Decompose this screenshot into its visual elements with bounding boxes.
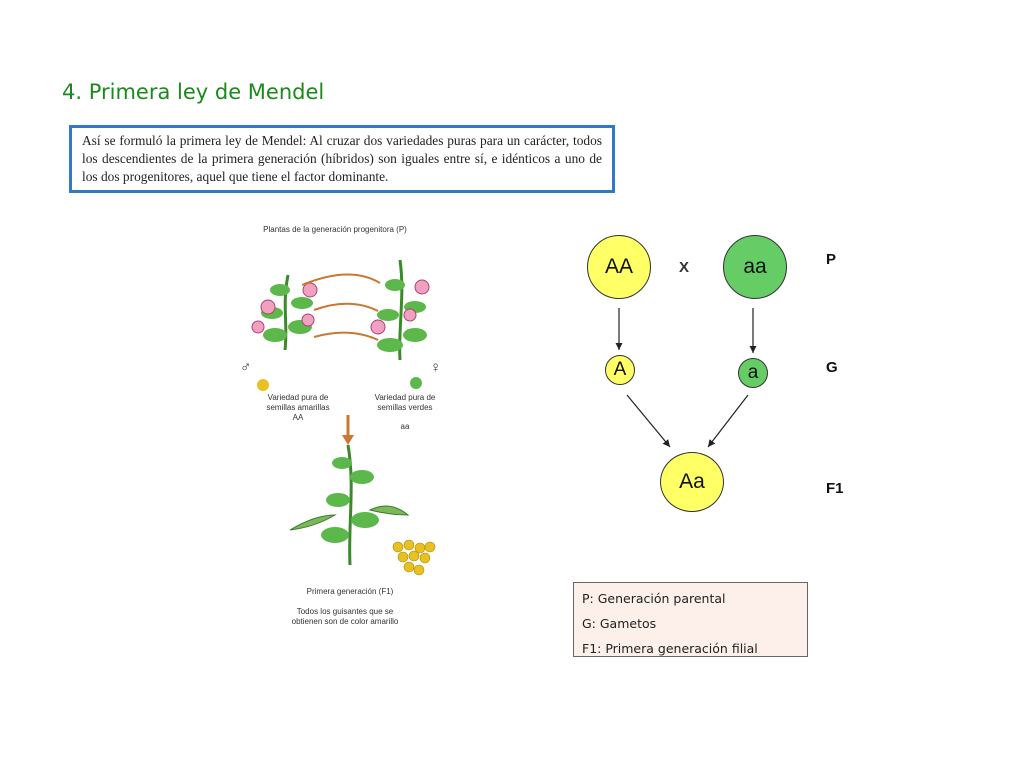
male-symbol-icon: ♂ xyxy=(240,359,252,376)
female-symbol-icon: ♀ xyxy=(430,359,442,376)
row-label-g: G xyxy=(826,359,838,376)
f1-seed-cluster xyxy=(392,539,436,576)
row-label-p: P xyxy=(826,251,837,268)
offspring-aa-circle: Aa xyxy=(660,452,724,512)
legend-item-f1: F1: Primera generación filial xyxy=(582,641,758,656)
cross-diagram: AA X aa A a Aa P G F1 xyxy=(570,225,870,525)
right-parent-plant xyxy=(370,259,430,361)
f1-plant xyxy=(289,444,410,566)
f1-heading: Primera generación (F1) xyxy=(306,587,394,596)
definition-box: Así se formuló la primera ley de Mendel:… xyxy=(69,125,615,193)
legend-box: P: Generación parental G: Gametos F1: Pr… xyxy=(573,582,808,657)
f1-description: Todos los guisantes que se obtienen son … xyxy=(291,607,399,626)
plants-drawing xyxy=(251,259,436,576)
page-title: 4. Primera ley de Mendel xyxy=(62,80,325,104)
definition-text: Así se formuló la primera ley de Mendel:… xyxy=(82,133,602,184)
cross-arrows xyxy=(615,308,757,448)
parent-aa-dominant-circle: AA xyxy=(587,235,651,299)
pollination-arrows xyxy=(301,273,381,341)
parent-aa-recessive-circle: aa xyxy=(723,235,787,299)
legend-item-p: P: Generación parental xyxy=(582,591,726,606)
cross-symbol: X xyxy=(679,259,690,276)
right-parent-label: Variedad pura de semillas verdes xyxy=(374,393,436,412)
gamete-a-dominant-circle: A xyxy=(605,355,635,385)
left-parent-plant xyxy=(251,274,318,351)
gamete-a-recessive-circle: a xyxy=(738,358,768,388)
green-seed-icon xyxy=(410,377,422,389)
left-parent-label: Variedad pura de semillas amarillas xyxy=(266,393,330,412)
yellow-seed-icon xyxy=(257,379,269,391)
pea-plant-illustration: Plantas de la generación progenitora (P) xyxy=(230,215,470,645)
parent-generation-heading: Plantas de la generación progenitora (P) xyxy=(263,225,407,234)
left-parent-genotype: AA xyxy=(292,413,304,422)
legend-item-g: G: Gametos xyxy=(582,616,657,631)
right-parent-genotype: aa xyxy=(400,422,410,431)
row-label-f1: F1 xyxy=(826,480,844,497)
